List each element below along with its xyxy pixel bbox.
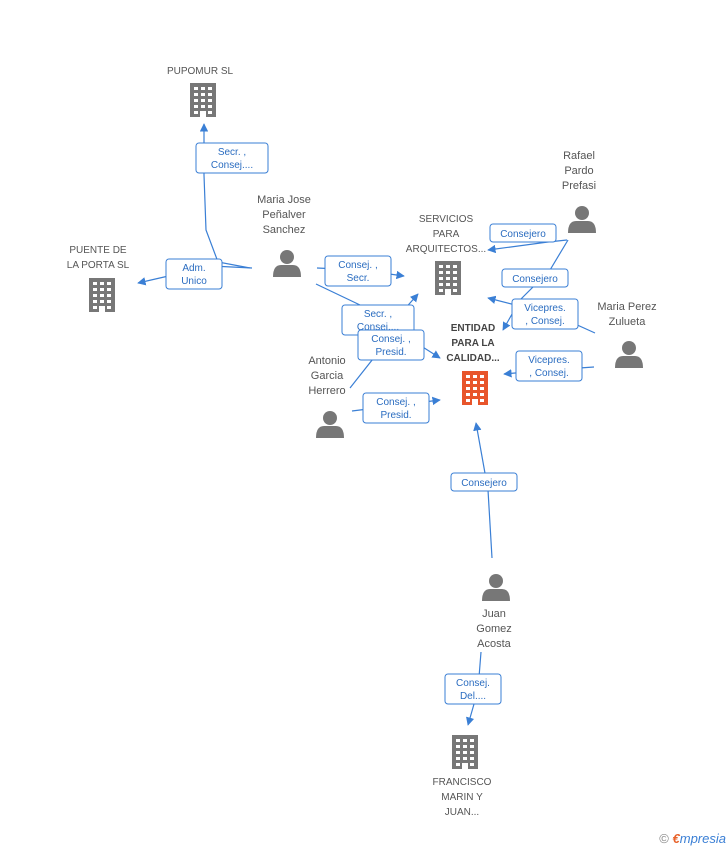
node-label: Prefasi	[562, 180, 596, 192]
building-icon	[452, 735, 478, 769]
relation-label-text: Consej.	[456, 678, 490, 689]
relation-label-box[interactable]	[450, 472, 518, 492]
relation-label-box[interactable]	[362, 392, 430, 424]
relation-label[interactable]: Vicepres. , Consej.	[515, 350, 583, 382]
relation-label-text: Del....	[460, 691, 486, 702]
relation-label-text: Vicepres.	[524, 303, 566, 314]
relation-label-text: Vicepres.	[528, 355, 570, 366]
relation-label[interactable]: Secr. , Consej....	[341, 304, 415, 336]
building-icon	[435, 261, 461, 295]
relation-label-text: Secr. ,	[218, 147, 246, 158]
node-label: PARA LA	[451, 338, 494, 349]
relation-label-box[interactable]	[501, 268, 569, 288]
node-puente[interactable]: PUENTE DE LA PORTA SL	[67, 245, 130, 312]
relation-label-text: Secr. ,	[364, 309, 392, 320]
relation-label-text: Consej. ,	[338, 260, 377, 271]
node-label: Garcia	[311, 370, 344, 382]
relation-label-text: Adm.	[182, 263, 205, 274]
node-entidad[interactable]: ENTIDAD PARA LA CALIDAD...	[446, 323, 500, 405]
relation-label-text: Presid.	[375, 347, 406, 358]
node-label: Maria Jose	[257, 194, 311, 206]
relation-label-text: Secr.	[347, 273, 370, 284]
relation-label-box[interactable]	[515, 350, 583, 382]
node-label: ENTIDAD	[451, 323, 495, 334]
relation-label-text: Consejero	[500, 229, 546, 240]
brand-watermark: © €mpresia	[659, 831, 726, 846]
building-icon	[190, 83, 216, 117]
node-label: PARA	[433, 229, 460, 240]
node-label: Maria Perez	[597, 301, 656, 313]
person-icon	[615, 341, 643, 368]
relation-label-box[interactable]	[165, 258, 223, 290]
relation-label[interactable]: Consejero	[450, 472, 518, 492]
relation-label[interactable]: Consej. , Presid.	[357, 329, 425, 361]
person-icon	[482, 574, 510, 601]
relation-label-box[interactable]	[511, 298, 579, 330]
relation-label-text: Consej....	[211, 160, 253, 171]
relation-label[interactable]: Consejero	[501, 268, 569, 288]
relation-label-box[interactable]	[357, 329, 425, 361]
relation-label-box[interactable]	[324, 255, 392, 287]
copyright-icon: ©	[659, 831, 669, 846]
relation-label[interactable]: Consejero	[489, 223, 557, 243]
person-icon	[316, 411, 344, 438]
relation-label[interactable]: Secr. , Consej....	[195, 142, 269, 174]
relation-label-text: Consej. ,	[371, 334, 410, 345]
relation-label[interactable]: Consej. , Presid.	[362, 392, 430, 424]
node-label: Juan	[482, 608, 506, 620]
relation-label[interactable]: Consej. Del....	[444, 673, 502, 705]
node-label: PUENTE DE	[69, 245, 127, 256]
node-label: PUPOMUR SL	[167, 66, 234, 77]
node-label: CALIDAD...	[446, 353, 500, 364]
node-label: LA PORTA SL	[67, 260, 130, 271]
relation-label-text: , Consej.	[529, 368, 568, 379]
relation-label-box[interactable]	[444, 673, 502, 705]
node-label: Peñalver	[262, 209, 306, 221]
relation-label-text: Presid.	[380, 410, 411, 421]
node-label: Gomez	[476, 623, 511, 635]
brand-logo-text: mpresia	[679, 831, 726, 846]
building-icon	[89, 278, 115, 312]
node-label: Acosta	[477, 638, 512, 650]
building-icon	[462, 371, 488, 405]
node-label: JUAN...	[445, 807, 479, 818]
node-label: Pardo	[564, 165, 593, 177]
node-label: Herrero	[308, 385, 345, 397]
relation-label-text: Consejero	[512, 274, 558, 285]
relation-label[interactable]: Consej. , Secr.	[324, 255, 392, 287]
relation-label-box[interactable]	[195, 142, 269, 174]
node-label: Rafael	[563, 150, 595, 162]
node-pupomur[interactable]: PUPOMUR SL	[167, 66, 234, 117]
relation-label-text: Consej....	[357, 322, 399, 333]
node-label: Antonio	[308, 355, 345, 367]
node-label: MARIN Y	[441, 792, 483, 803]
node-label: Zulueta	[609, 316, 647, 328]
relation-label[interactable]: Adm. Unico	[165, 258, 223, 290]
brand-logo-mark: €	[672, 831, 680, 846]
person-icon	[273, 250, 301, 277]
node-label: ARQUITECTOS...	[406, 244, 486, 255]
person-icon	[568, 206, 596, 233]
relation-label-text: Unico	[181, 276, 207, 287]
relation-label-text: , Consej.	[525, 316, 564, 327]
relation-label-text: Consej. ,	[376, 397, 415, 408]
node-label: Sanchez	[263, 224, 306, 236]
node-label: FRANCISCO	[433, 777, 492, 788]
node-servicios[interactable]: SERVICIOS PARA ARQUITECTOS...	[406, 214, 486, 295]
relation-label-box[interactable]	[489, 223, 557, 243]
relation-label[interactable]: Vicepres. , Consej.	[511, 298, 579, 330]
node-label: SERVICIOS	[419, 214, 474, 225]
relation-label-text: Consejero	[461, 478, 507, 489]
node-francisco[interactable]: FRANCISCO MARIN Y JUAN...	[433, 735, 492, 818]
